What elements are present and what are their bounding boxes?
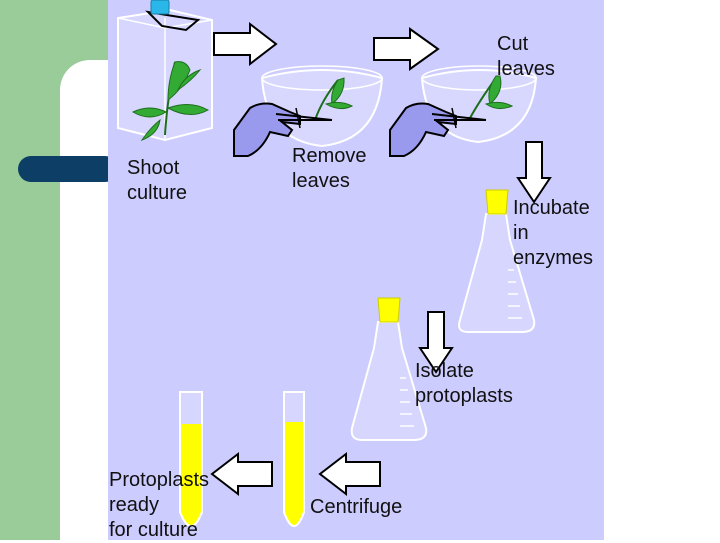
label-isolate: Isolate protoplasts: [415, 360, 513, 407]
label-protoplasts-ready: Protoplasts ready for culture: [109, 469, 210, 541]
shoot-plant: [131, 61, 210, 142]
gloved-hand-with-forceps: [389, 102, 487, 157]
arrow-left-icon: [210, 451, 273, 497]
arrow-right-icon: [213, 21, 278, 67]
arrow-left-icon: [318, 451, 381, 497]
arrow-down-icon: [516, 141, 552, 204]
label-remove-leaves: Remove leaves: [292, 145, 367, 192]
label-incubate: Incubate in enzymes: [513, 197, 594, 269]
arrow-right-icon: [373, 27, 440, 71]
dish-bowl: [260, 65, 384, 148]
conical-flask: [350, 297, 428, 441]
centrifuge-tube: [283, 391, 305, 527]
label-shoot-culture: Shoot culture: [127, 157, 188, 204]
label-centrifuge: Centrifuge: [310, 496, 403, 518]
label-cut-leaves: Cut leaves: [497, 33, 555, 80]
arrow-down-icon: [418, 311, 454, 374]
culture-jar: [117, 0, 213, 142]
conical-flask: [458, 189, 536, 333]
culture-tube: [179, 391, 203, 527]
gloved-hand-with-forceps: [233, 102, 333, 157]
blue-accent-bar: [18, 156, 118, 182]
